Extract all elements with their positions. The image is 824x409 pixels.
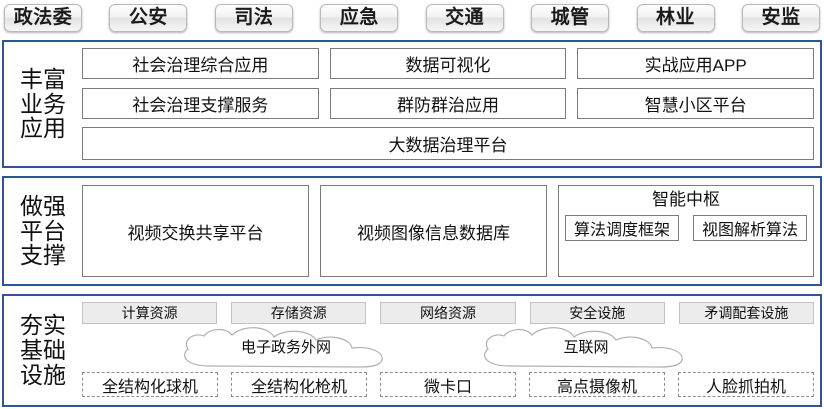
- app-box-mass-prevention[interactable]: 群防群治应用: [329, 87, 567, 119]
- section-label-line: 基础: [20, 337, 66, 364]
- cloud-shape-icon: [484, 327, 683, 368]
- app-box-smart-community-platform[interactable]: 智慧小区平台: [577, 87, 815, 119]
- section-infrastructure: 夯实 基础 设施 计算资源 存储资源 网络资源 安全设施 矛调配套设施 电子政务…: [2, 294, 822, 407]
- hub-box-algorithm-scheduling-framework[interactable]: 算法调度框架: [564, 214, 679, 241]
- dept-button-jiaotong[interactable]: 交通: [425, 4, 504, 32]
- cloud-label-internet: 互联网: [563, 339, 609, 356]
- app-box-social-governance-support[interactable]: 社会治理支撑服务: [82, 87, 319, 119]
- resource-box-storage[interactable]: 存储资源: [231, 302, 367, 324]
- section-label-line: 平台: [20, 217, 66, 244]
- intelligent-hub-title: 智能中枢: [651, 190, 720, 209]
- platform-row: 视频交换共享平台 视频图像信息数据库 智能中枢 算法调度框架 视图解析算法: [82, 185, 814, 277]
- dept-button-yingji[interactable]: 应急: [320, 4, 399, 32]
- infra-resource-row: 计算资源 存储资源 网络资源 安全设施 矛调配套设施: [82, 302, 815, 324]
- section-body-platform-support: 视频交换共享平台 视频图像信息数据库 智能中枢 算法调度框架 视图解析算法: [82, 178, 820, 284]
- resource-box-compute[interactable]: 计算资源: [82, 302, 218, 324]
- resource-box-security[interactable]: 安全设施: [529, 302, 665, 324]
- device-box-structured-dome-camera[interactable]: 全结构化球机: [82, 372, 218, 397]
- cloud-shape-icon: [184, 327, 383, 368]
- section-platform-support: 做强 平台 支撑 视频交换共享平台 视频图像信息数据库 智能中枢 算法调度框架 …: [2, 176, 822, 286]
- section-label-platform-support: 做强 平台 支撑: [4, 178, 82, 284]
- section-label-line: 丰富: [20, 65, 66, 92]
- dept-button-linye[interactable]: 林业: [636, 4, 715, 32]
- app-box-combat-application-app[interactable]: 实战应用APP: [577, 48, 815, 79]
- infra-cloud-row: 电子政务外网 互联网: [82, 326, 814, 371]
- dept-button-chengguan[interactable]: 城管: [531, 4, 610, 32]
- app-row-bottom: 大数据治理平台: [82, 127, 814, 160]
- section-body-infrastructure: 计算资源 存储资源 网络资源 安全设施 矛调配套设施 电子政务外网 互联: [82, 296, 820, 405]
- section-label-line: 支撑: [20, 242, 66, 269]
- resource-box-network[interactable]: 网络资源: [380, 302, 516, 324]
- device-box-structured-bullet-camera[interactable]: 全结构化枪机: [231, 372, 367, 397]
- dept-button-sifa[interactable]: 司法: [214, 4, 293, 32]
- app-row-middle: 社会治理支撑服务 群防群治应用 智慧小区平台: [82, 87, 815, 119]
- section-business-applications: 丰富 业务 应用 社会治理综合应用 数据可视化 实战应用APP 社会治理支撑服务…: [2, 40, 822, 168]
- section-label-line: 应用: [20, 115, 66, 142]
- app-box-big-data-governance-platform[interactable]: 大数据治理平台: [82, 127, 814, 160]
- platform-box-intelligent-hub[interactable]: 智能中枢 算法调度框架 视图解析算法: [557, 185, 814, 277]
- section-body-business-applications: 社会治理综合应用 数据可视化 实战应用APP 社会治理支撑服务 群防群治应用 智…: [82, 42, 820, 166]
- resource-box-conflict-mediation-facilities[interactable]: 矛调配套设施: [678, 302, 815, 324]
- department-button-bar: 政法委 公安 司法 应急 交通 城管 林业 安监: [0, 0, 824, 36]
- platform-box-video-exchange-sharing[interactable]: 视频交换共享平台: [82, 185, 309, 277]
- section-label-line: 夯实: [20, 312, 66, 339]
- app-box-social-governance-integrated[interactable]: 社会治理综合应用: [82, 48, 319, 79]
- infra-device-row: 全结构化球机 全结构化枪机 微卡口 高点摄像机 人脸抓拍机: [82, 372, 814, 397]
- dept-button-gongan[interactable]: 公安: [109, 4, 188, 32]
- app-box-data-visualization[interactable]: 数据可视化: [329, 48, 567, 79]
- device-box-face-capture-camera[interactable]: 人脸抓拍机: [678, 372, 814, 397]
- section-label-line: 做强: [20, 192, 66, 219]
- cloud-government-extranet[interactable]: 电子政务外网: [174, 326, 398, 371]
- section-label-business-applications: 丰富 业务 应用: [4, 42, 82, 166]
- hub-box-view-parsing-algorithm[interactable]: 视图解析算法: [692, 214, 807, 241]
- intelligent-hub-items: 算法调度框架 视图解析算法: [564, 214, 807, 241]
- dept-button-zhengfawei[interactable]: 政法委: [4, 4, 82, 32]
- device-box-high-point-camera[interactable]: 高点摄像机: [529, 372, 665, 397]
- section-label-line: 设施: [20, 361, 66, 388]
- device-box-micro-checkpoint[interactable]: 微卡口: [380, 372, 516, 397]
- section-label-infrastructure: 夯实 基础 设施: [4, 296, 82, 405]
- cloud-label-government-extranet: 电子政务外网: [240, 339, 331, 356]
- platform-box-video-image-database[interactable]: 视频图像信息数据库: [319, 185, 547, 277]
- section-label-line: 业务: [20, 90, 66, 117]
- app-row-top: 社会治理综合应用 数据可视化 实战应用APP: [82, 48, 815, 79]
- cloud-internet[interactable]: 互联网: [474, 326, 698, 371]
- dept-button-anjian[interactable]: 安监: [741, 4, 820, 32]
